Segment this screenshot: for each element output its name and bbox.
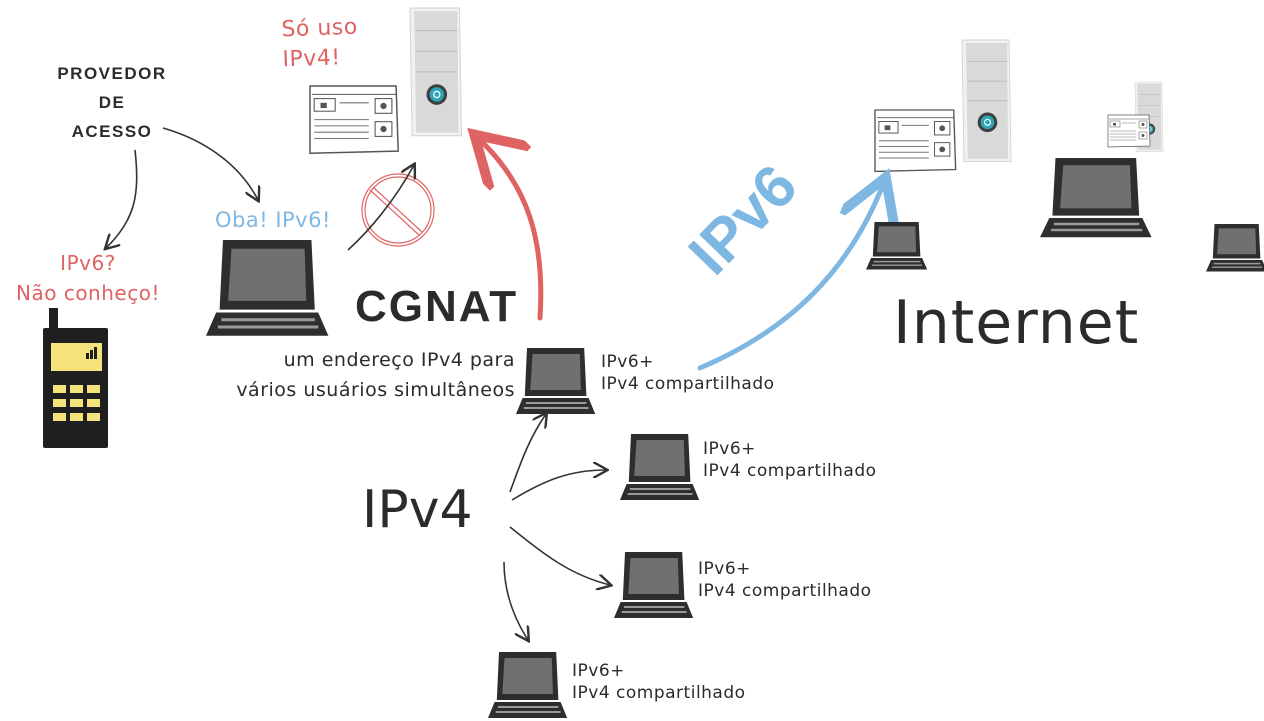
client-label-2-line-1: IPv6+ bbox=[703, 439, 756, 459]
phone-note-line-1: IPv6? bbox=[60, 251, 116, 275]
client-label-3-line-2: IPv4 compartilhado bbox=[698, 581, 872, 601]
server-note-line-2: IPv4! bbox=[282, 45, 342, 73]
provider-line-3: ACESSO bbox=[71, 122, 153, 141]
client-label-1: IPv6+ IPv4 compartilhado bbox=[601, 351, 775, 395]
client-label-4-line-1: IPv6+ bbox=[572, 661, 625, 681]
cgnat-desc-line-2: vários usuários simultâneos bbox=[236, 379, 515, 401]
laptop-note: Oba! IPv6! bbox=[215, 208, 331, 232]
laptop-internet-2-icon bbox=[1038, 156, 1154, 239]
phone-note: IPv6? Não conheço! bbox=[8, 248, 168, 308]
cgnat-description: um endereço IPv4 para vários usuários si… bbox=[205, 345, 515, 405]
server-internet-2-icon bbox=[1107, 81, 1164, 152]
laptop-internet-3-icon bbox=[1205, 223, 1264, 273]
laptop-ipv6-icon bbox=[204, 238, 331, 338]
laptop-internet-1-icon bbox=[865, 221, 929, 271]
server-note-line-1: Só uso bbox=[281, 14, 359, 43]
client-label-3-line-1: IPv6+ bbox=[698, 559, 751, 579]
internet-title: Internet bbox=[893, 288, 1140, 358]
laptop-cgnat-icon bbox=[514, 346, 597, 416]
provider-line-1: PROVEDOR bbox=[57, 64, 167, 83]
arrows-black bbox=[106, 127, 610, 640]
client-label-4-line-2: IPv4 compartilhado bbox=[572, 683, 746, 703]
laptop-client-4-icon bbox=[486, 650, 569, 720]
client-label-3: IPv6+ IPv4 compartilhado bbox=[698, 558, 872, 602]
cgnat-title: CGNAT bbox=[355, 282, 519, 331]
client-label-1-line-2: IPv4 compartilhado bbox=[601, 374, 775, 394]
client-label-2-line-2: IPv4 compartilhado bbox=[703, 461, 877, 481]
ipv4-label: IPv4 bbox=[362, 480, 473, 540]
laptop-client-2-icon bbox=[618, 432, 701, 502]
provider-line-2: DE bbox=[98, 93, 126, 112]
red-arrow bbox=[478, 138, 544, 321]
server-internet-1-icon bbox=[874, 39, 1012, 173]
client-label-1-line-1: IPv6+ bbox=[601, 352, 654, 372]
prohibited-icon bbox=[361, 173, 435, 247]
client-label-2: IPv6+ IPv4 compartilhado bbox=[703, 438, 877, 482]
client-label-4: IPv6+ IPv4 compartilhado bbox=[572, 660, 746, 704]
blue-arrow bbox=[697, 182, 884, 371]
phone-note-line-2: Não conheço! bbox=[16, 281, 160, 305]
cell-phone-icon bbox=[43, 308, 108, 448]
server-note: Só uso IPv4! bbox=[281, 13, 359, 76]
cgnat-desc-line-1: um endereço IPv4 para bbox=[283, 349, 515, 371]
laptop-client-3-icon bbox=[612, 550, 695, 620]
provider-label: PROVEDOR DE ACESSO bbox=[42, 59, 182, 146]
